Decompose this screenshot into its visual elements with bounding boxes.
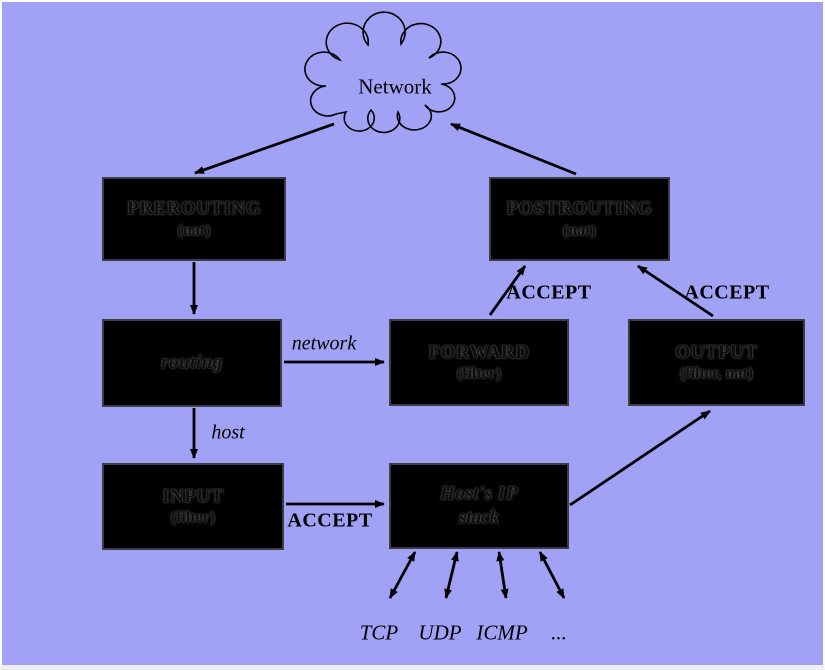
protocol-label-icmp: ICMP	[476, 620, 528, 645]
node-forward-subtitle: (filter)	[456, 365, 502, 383]
protocol-label-other: ...	[551, 620, 567, 645]
edge-label-host: host	[211, 421, 245, 444]
node-input: INPUT (filter)	[102, 463, 284, 550]
node-postrouting: POSTROUTING (nat)	[489, 177, 670, 261]
edge-label-accept-input: ACCEPT	[287, 509, 373, 532]
arrow-hostip-other	[538, 551, 566, 599]
node-host-ip-stack-subtitle: stack	[458, 507, 500, 528]
node-host-ip-stack-title: Host's IP	[440, 483, 518, 505]
arrow-hostip-udp	[444, 551, 459, 599]
node-postrouting-title: POSTROUTING	[506, 198, 653, 220]
edge-label-accept-output: ACCEPT	[684, 281, 770, 304]
arrow-hostip-icmp	[496, 551, 509, 599]
arrow-hostip-tcp	[388, 551, 417, 599]
arrow-hostip-to-output	[569, 409, 711, 507]
node-output-subtitle: (filter, nat)	[679, 365, 754, 383]
network-cloud-label: Network	[358, 74, 432, 99]
edge-label-accept-forward: ACCEPT	[506, 281, 592, 304]
node-input-title: INPUT	[162, 485, 224, 507]
node-routing-title: routing	[161, 352, 223, 374]
arrow-forward-to-postrouting	[488, 265, 527, 316]
arrow-output-to-postrouting	[637, 264, 714, 318]
node-postrouting-subtitle: (nat)	[563, 221, 596, 239]
protocol-label-udp: UDP	[418, 620, 462, 645]
node-input-subtitle: (filter)	[170, 509, 216, 527]
node-host-ip-stack: Host's IP stack	[389, 463, 569, 549]
protocol-label-tcp: TCP	[359, 620, 399, 645]
node-prerouting-subtitle: (nat)	[177, 221, 211, 239]
arrow-cloud-to-prerouting	[194, 122, 335, 175]
node-output-title: OUTPUT	[675, 341, 758, 363]
node-forward: FORWARD (filter)	[389, 319, 569, 406]
node-routing: routing	[102, 319, 282, 407]
node-output: OUTPUT (filter, nat)	[628, 319, 805, 406]
edge-label-network: network	[291, 332, 357, 355]
node-prerouting-title: PREROUTING	[127, 198, 261, 220]
arrow-postrouting-to-cloud	[450, 122, 577, 176]
node-forward-title: FORWARD	[428, 341, 530, 363]
network-cloud	[304, 11, 462, 134]
node-prerouting: PREROUTING (nat)	[102, 177, 286, 261]
